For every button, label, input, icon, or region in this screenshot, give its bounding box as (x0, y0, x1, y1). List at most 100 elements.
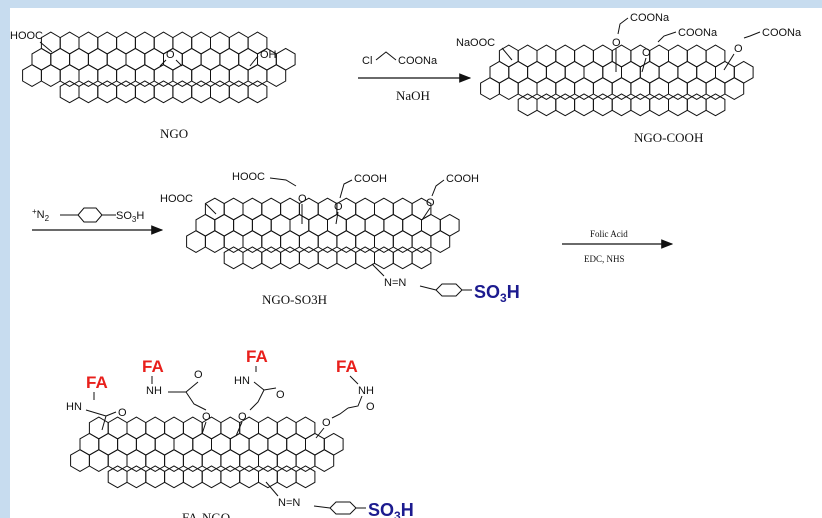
benzene-ring-icon (435, 283, 463, 297)
fa-ngo-o-3b: O (238, 411, 247, 423)
hexagon-ring (686, 77, 707, 100)
hexagon-ring (134, 80, 155, 104)
hexagon-ring (392, 246, 413, 270)
hexagon-ring (239, 465, 259, 489)
ngo-so3h-o-1: O (298, 193, 307, 205)
hexagon-ring (724, 77, 745, 100)
hexagon-ring (536, 44, 557, 68)
ngo-structure: HOOC O OH NGO (10, 30, 296, 141)
hexagon-ring (649, 44, 669, 68)
step1-reagent-coona: COONa (398, 55, 438, 67)
fa-ngo-fa-2: FA (142, 357, 164, 376)
hexagon-ring (686, 44, 707, 68)
step3-reagent: Folic Acid (590, 229, 628, 239)
hexagon-ring (295, 449, 316, 472)
hexagon-ring (242, 246, 263, 270)
hexagon-ring (574, 93, 594, 117)
hexagon-ring (705, 77, 726, 100)
hexagon-ring (355, 230, 375, 253)
hexagon-ring (97, 31, 118, 55)
hexagon-ring (145, 465, 166, 489)
hexagon-ring (220, 465, 241, 489)
fa-ngo-fa-3: FA (246, 347, 268, 366)
hexagon-ring (220, 449, 241, 472)
hexagon-ring (574, 44, 594, 68)
hexagon-ring (210, 31, 230, 55)
hexagon-ring (411, 230, 432, 253)
hexagon-ring (480, 77, 500, 100)
ngo-so3h-hooc: HOOC (160, 193, 193, 205)
ngo-so3h-hooc-chain: HOOC (232, 171, 265, 183)
hexagon-ring (223, 246, 244, 270)
graphene-sheet (480, 44, 754, 117)
hexagon-ring (107, 449, 128, 472)
fa-ngo-o-4b: O (322, 417, 331, 429)
ngo-cooh-o-2: O (642, 47, 651, 59)
fa-ngo-o-2b: O (202, 411, 211, 423)
hexagon-ring (247, 80, 268, 104)
hexagon-ring (280, 246, 300, 270)
fa-ngo-so3h: SO3H (368, 500, 414, 518)
graphene-sheet (186, 197, 460, 270)
hexagon-ring (574, 77, 594, 100)
hexagon-ring (705, 44, 726, 68)
hexagon-ring (336, 230, 357, 253)
reaction-scheme: HOOC O OH NGO Cl COONa NaOH NaOOC COONa … (10, 8, 822, 518)
fa-ngo-o-1: O (118, 407, 127, 419)
hexagon-ring (172, 31, 193, 55)
step1-arrow: Cl COONa NaOH (358, 51, 472, 103)
ngo-so3h-o-2: O (334, 201, 343, 213)
hexagon-ring (88, 449, 109, 472)
ngo-cooh-coona-1: COONa (630, 12, 670, 24)
hexagon-ring (201, 465, 222, 489)
hexagon-ring (164, 449, 184, 472)
hexagon-ring (261, 246, 282, 270)
ngo-cooh-label: NGO-COOH (634, 130, 703, 145)
ngo-hydroxyl: OH (260, 49, 277, 61)
hexagon-ring (145, 449, 166, 472)
hexagon-ring (336, 246, 357, 270)
hexagon-ring (59, 64, 80, 87)
hexagon-ring (536, 93, 557, 117)
hexagon-ring (116, 31, 136, 55)
hexagon-ring (686, 93, 707, 117)
hexagon-ring (70, 449, 90, 472)
hexagon-ring (247, 64, 268, 87)
hexagon-ring (498, 77, 519, 100)
hexagon-ring (153, 64, 174, 87)
step1-condition: NaOH (396, 88, 430, 103)
hexagon-ring (298, 230, 319, 253)
hexagon-ring (134, 31, 155, 55)
ngo-so3h-cooh-1: COOH (354, 173, 387, 185)
hexagon-ring (266, 64, 287, 87)
fa-ngo-fa-4: FA (336, 357, 358, 376)
hexagon-ring (116, 64, 136, 87)
hexagon-ring (172, 80, 193, 104)
hexagon-ring (392, 230, 413, 253)
hexagon-ring (107, 416, 128, 440)
step2-arrow: +N2 SO3H (32, 207, 164, 235)
ngo-cooh-o-1: O (612, 37, 621, 49)
fa-ngo-o-3a: O (276, 389, 285, 401)
hexagon-ring (126, 416, 147, 440)
hexagon-ring (555, 93, 576, 117)
hexagon-ring (210, 80, 230, 104)
hexagon-ring (40, 64, 61, 87)
hexagon-ring (592, 93, 613, 117)
hexagon-ring (430, 230, 451, 253)
scheme-svg: HOOC O OH NGO Cl COONa NaOH NaOOC COONa … (10, 12, 802, 518)
hexagon-ring (228, 64, 249, 87)
hexagon-ring (611, 77, 632, 100)
hexagon-ring (592, 77, 613, 100)
hexagon-ring (374, 246, 394, 270)
hexagon-ring (145, 416, 166, 440)
hexagon-ring (411, 246, 432, 270)
graphene-sheet (70, 416, 344, 489)
hexagon-ring (78, 80, 99, 104)
hexagon-ring (314, 449, 335, 472)
hexagon-ring (172, 64, 193, 87)
hexagon-ring (134, 64, 155, 87)
step1-reagent-cl: Cl (362, 55, 372, 67)
fa-ngo-azo: N=N (278, 497, 300, 509)
hexagon-ring (374, 230, 394, 253)
